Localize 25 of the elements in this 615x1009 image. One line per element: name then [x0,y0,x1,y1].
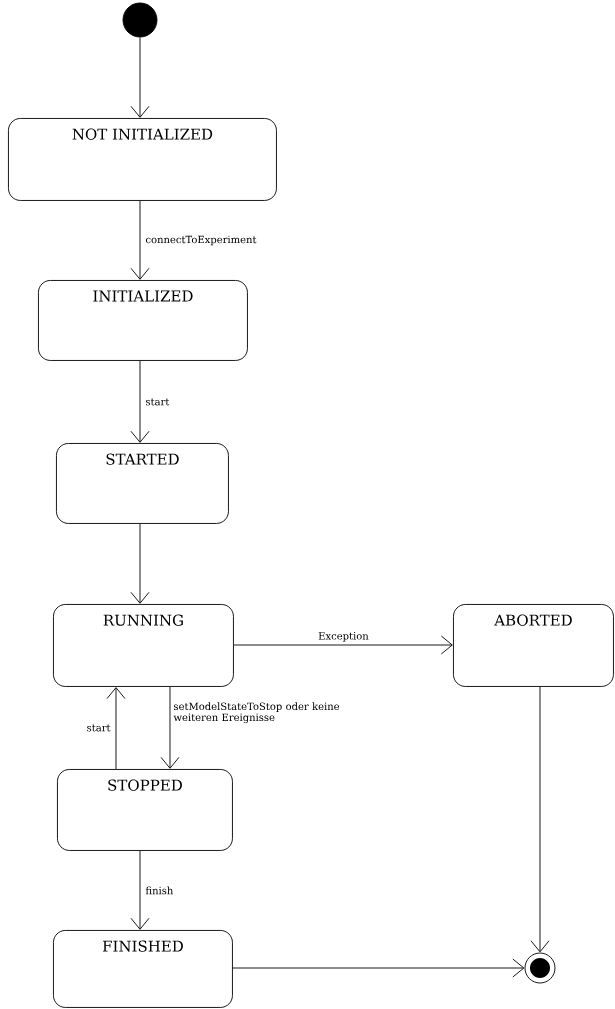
state-box: ABORTED [453,604,614,687]
transition-arrow [130,850,150,930]
edge-label: Exception [318,632,369,642]
final-state [524,952,556,984]
edge-label: finish [145,886,174,895]
transition-arrow [130,200,150,280]
state-box: STARTED [56,443,229,524]
initial-state [122,2,158,38]
state-box: INITIALIZED [38,280,248,361]
edge-label: connectToExperiment [145,235,257,246]
transition-arrow [130,523,150,604]
transition-arrow [130,360,150,443]
edge-label: start [87,724,111,732]
state-box: STOPPED [57,769,233,851]
state-box: FINISHED [53,930,233,1008]
transition-arrow [232,958,525,978]
transition-arrow [130,37,150,118]
edge-label: start [146,398,170,406]
state-box: RUNNING [53,604,234,687]
transition-arrow [530,686,550,953]
transition-arrow [160,686,180,769]
state-box: NOT INITIALIZED [8,118,277,201]
edge-label: setModelStateToStop oder keine weiteren Ereignisse [173,702,340,724]
transition-arrow [233,635,453,655]
transition-arrow [106,687,126,770]
